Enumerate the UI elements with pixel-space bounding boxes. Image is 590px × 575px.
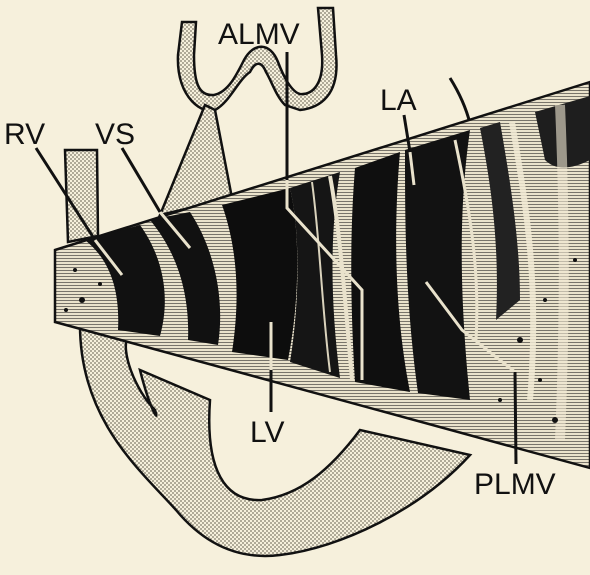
label-vs: VS <box>95 118 135 151</box>
label-rv: RV <box>4 118 45 151</box>
plmv-leader <box>515 372 516 464</box>
vs-leader <box>122 148 160 212</box>
label-la: LA <box>380 84 417 117</box>
label-lv: LV <box>250 416 284 449</box>
right-ventricle-wall <box>65 150 98 242</box>
label-plmv: PLMV <box>474 468 556 501</box>
label-almv: ALMV <box>218 18 300 51</box>
